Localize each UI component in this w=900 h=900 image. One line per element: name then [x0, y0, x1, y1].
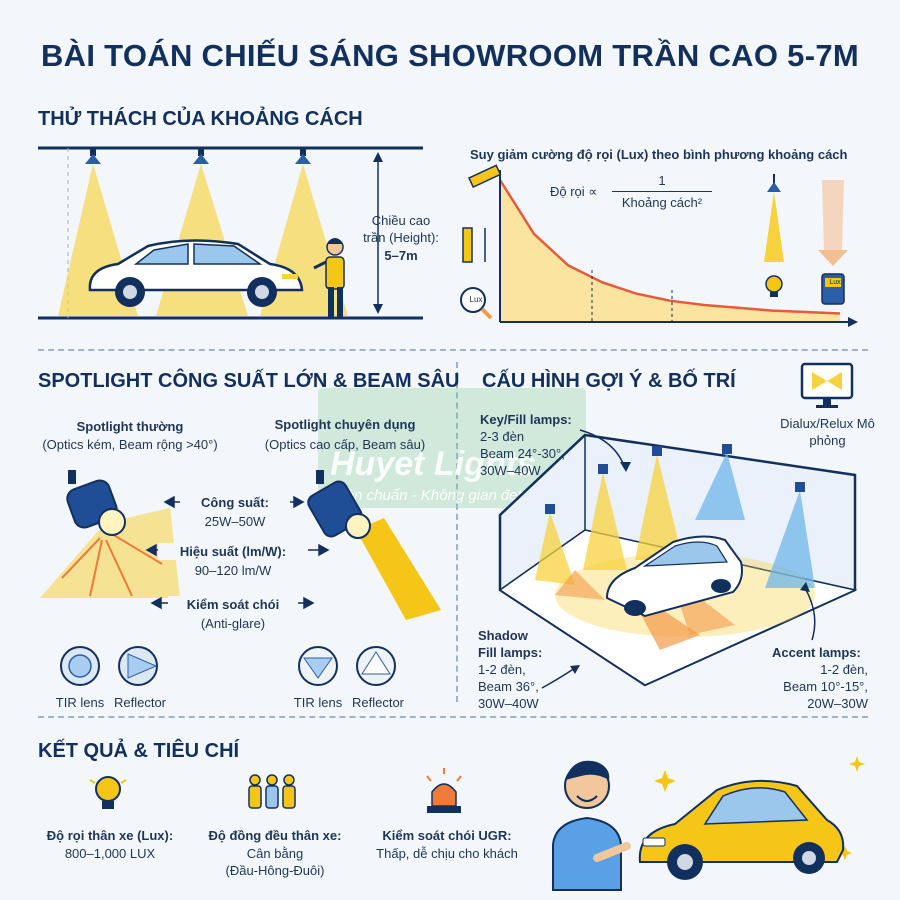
reflector2-label: Reflector — [351, 695, 405, 710]
key-title: Key/Fill lamps: — [480, 412, 572, 427]
divider-bottom — [38, 716, 868, 718]
divider-vertical — [456, 362, 458, 702]
tir-lens-pro-icon — [298, 646, 338, 686]
callout-arrows — [541, 429, 816, 689]
car-outline-icon — [88, 239, 304, 307]
optics-icons — [60, 646, 396, 686]
reflector-icon — [118, 646, 158, 686]
power-label: Công suất: — [180, 494, 290, 511]
shadow-line-1: 1-2 đèn, — [478, 662, 526, 677]
ruler-icon — [468, 164, 502, 189]
accent-title: Accent lamps: — [772, 645, 861, 660]
pro-spot-title: Spotlight chuyên dụng — [274, 417, 416, 432]
intensity-comparison — [764, 174, 848, 305]
formula-bar — [612, 191, 712, 192]
person-icon — [313, 238, 345, 317]
power-value: 25W–50W — [204, 514, 266, 529]
lens1-label: TIR lens — [55, 695, 105, 710]
ugr-label: Kiểm soát chói UGR: — [382, 828, 512, 843]
bulb-result-icon — [89, 776, 127, 809]
pendant-lamp-icon — [764, 174, 784, 262]
lux-magnifier-icon — [460, 287, 493, 320]
uniformity-label: Độ đồng đều thân xe: — [208, 828, 342, 843]
efficiency-value: 90–120 lm/W — [194, 563, 272, 578]
shadow-title-2: Fill lamps: — [478, 645, 543, 660]
normal-spot-sub: (Optics kém, Beam rộng >40°) — [42, 437, 218, 452]
normal-spotlight-icon — [66, 479, 126, 536]
glare-label: Kiểm soát chói — [168, 596, 298, 613]
decay-area — [500, 180, 840, 322]
section-title-config: CẤU HÌNH GỢI Ý & BỐ TRÍ — [482, 370, 736, 392]
key-line-2: Beam 24°-30°, — [480, 446, 565, 461]
shadow-line-2: Beam 36°, — [478, 679, 539, 694]
glare-value: (Anti-glare) — [200, 616, 266, 631]
pro-spotlight-icon — [307, 480, 371, 539]
decay-line — [498, 179, 841, 315]
customer-person-icon — [552, 760, 631, 891]
yellow-car-icon — [638, 779, 845, 880]
software-label: Dialux/Relux Mô phỏng — [780, 416, 875, 448]
key-lamp-beams — [535, 454, 683, 585]
formula-numerator: 1 — [658, 173, 666, 188]
reflector-pro-icon — [356, 646, 396, 686]
shadow-line-3: 30W–40W — [478, 696, 539, 711]
key-line-1: 2-3 đèn — [480, 429, 525, 444]
chart-title: Suy giảm cường độ rọi (Lux) theo bình ph… — [470, 147, 848, 162]
formula-denominator: Khoảng cách² — [621, 195, 703, 210]
bulb-icon — [765, 275, 783, 297]
accent-line-1: 1-2 đèn, — [820, 662, 868, 677]
pro-spot-sub: (Optics cao cấp, Beam sâu) — [264, 437, 426, 452]
ruler-vertical-icon — [462, 227, 486, 263]
chart-side-icons — [460, 164, 502, 320]
lux-badge: Lux — [469, 295, 483, 304]
decay-chart — [498, 170, 858, 327]
accent-line-3: 20W–30W — [807, 696, 868, 711]
height-value: 5–7m — [384, 248, 418, 263]
section-title-spotlight: SPOTLIGHT CÔNG SUẤT LỚN & BEAM SÂU — [38, 370, 460, 392]
key-line-3: 30W–40W — [480, 463, 541, 478]
happy-customer-illustration — [552, 756, 865, 891]
pro-spotlight-illustration — [307, 470, 441, 620]
falloff-arrow — [818, 180, 848, 266]
watermark-brand: Huyet Lights — [330, 445, 536, 483]
ugr-value: Thấp, dễ chịu cho khách — [376, 846, 518, 861]
page-title: BÀI TOÁN CHIẾU SÁNG SHOWROOM TRẦN CAO 5-… — [40, 38, 860, 73]
shadow-title-1: Shadow — [478, 628, 528, 643]
monitor-icon — [800, 362, 854, 408]
accent-line-2: Beam 10°-15°, — [783, 679, 868, 694]
divider-top — [38, 349, 868, 351]
normal-spot-title: Spotlight thường — [76, 419, 184, 434]
alarm-light-icon — [426, 768, 462, 813]
section-title-challenge: THỬ THÁCH CỦA KHOẢNG CÁCH — [38, 108, 363, 130]
uniformity-value-2: (Đầu-Hông-Đuôi) — [225, 863, 325, 878]
lux-meter-label: Lux — [829, 279, 841, 286]
uniformity-people-icon — [248, 774, 296, 809]
ceiling-diagram — [38, 146, 423, 320]
lens2-label: TIR lens — [293, 695, 343, 710]
showroom-car-icon — [605, 535, 743, 618]
lux-result-value: 800–1,000 LUX — [64, 846, 156, 861]
formula-lhs: Độ rọi ∝ — [550, 184, 598, 199]
height-label: Chiều cao trần (Height): — [363, 213, 439, 245]
accent-lamp-beams — [695, 452, 815, 588]
efficiency-label: Hiệu suất (lm/W): — [158, 543, 308, 560]
section-title-result: KẾT QUẢ & TIÊU CHÍ — [38, 740, 240, 762]
showroom-box-diagram — [498, 433, 858, 687]
reflector1-label: Reflector — [113, 695, 167, 710]
uniformity-value-1: Cân bằng — [246, 846, 304, 861]
lux-result-label: Độ rọi thân xe (Lux): — [46, 828, 174, 843]
tir-lens-icon — [60, 646, 100, 686]
watermark-slogan: Đèn chuẩn - Không gian đẹt — [335, 487, 522, 504]
normal-spotlight-illustration — [40, 470, 180, 598]
sparkle-icons — [654, 756, 865, 860]
lux-meter-icon — [821, 273, 845, 305]
